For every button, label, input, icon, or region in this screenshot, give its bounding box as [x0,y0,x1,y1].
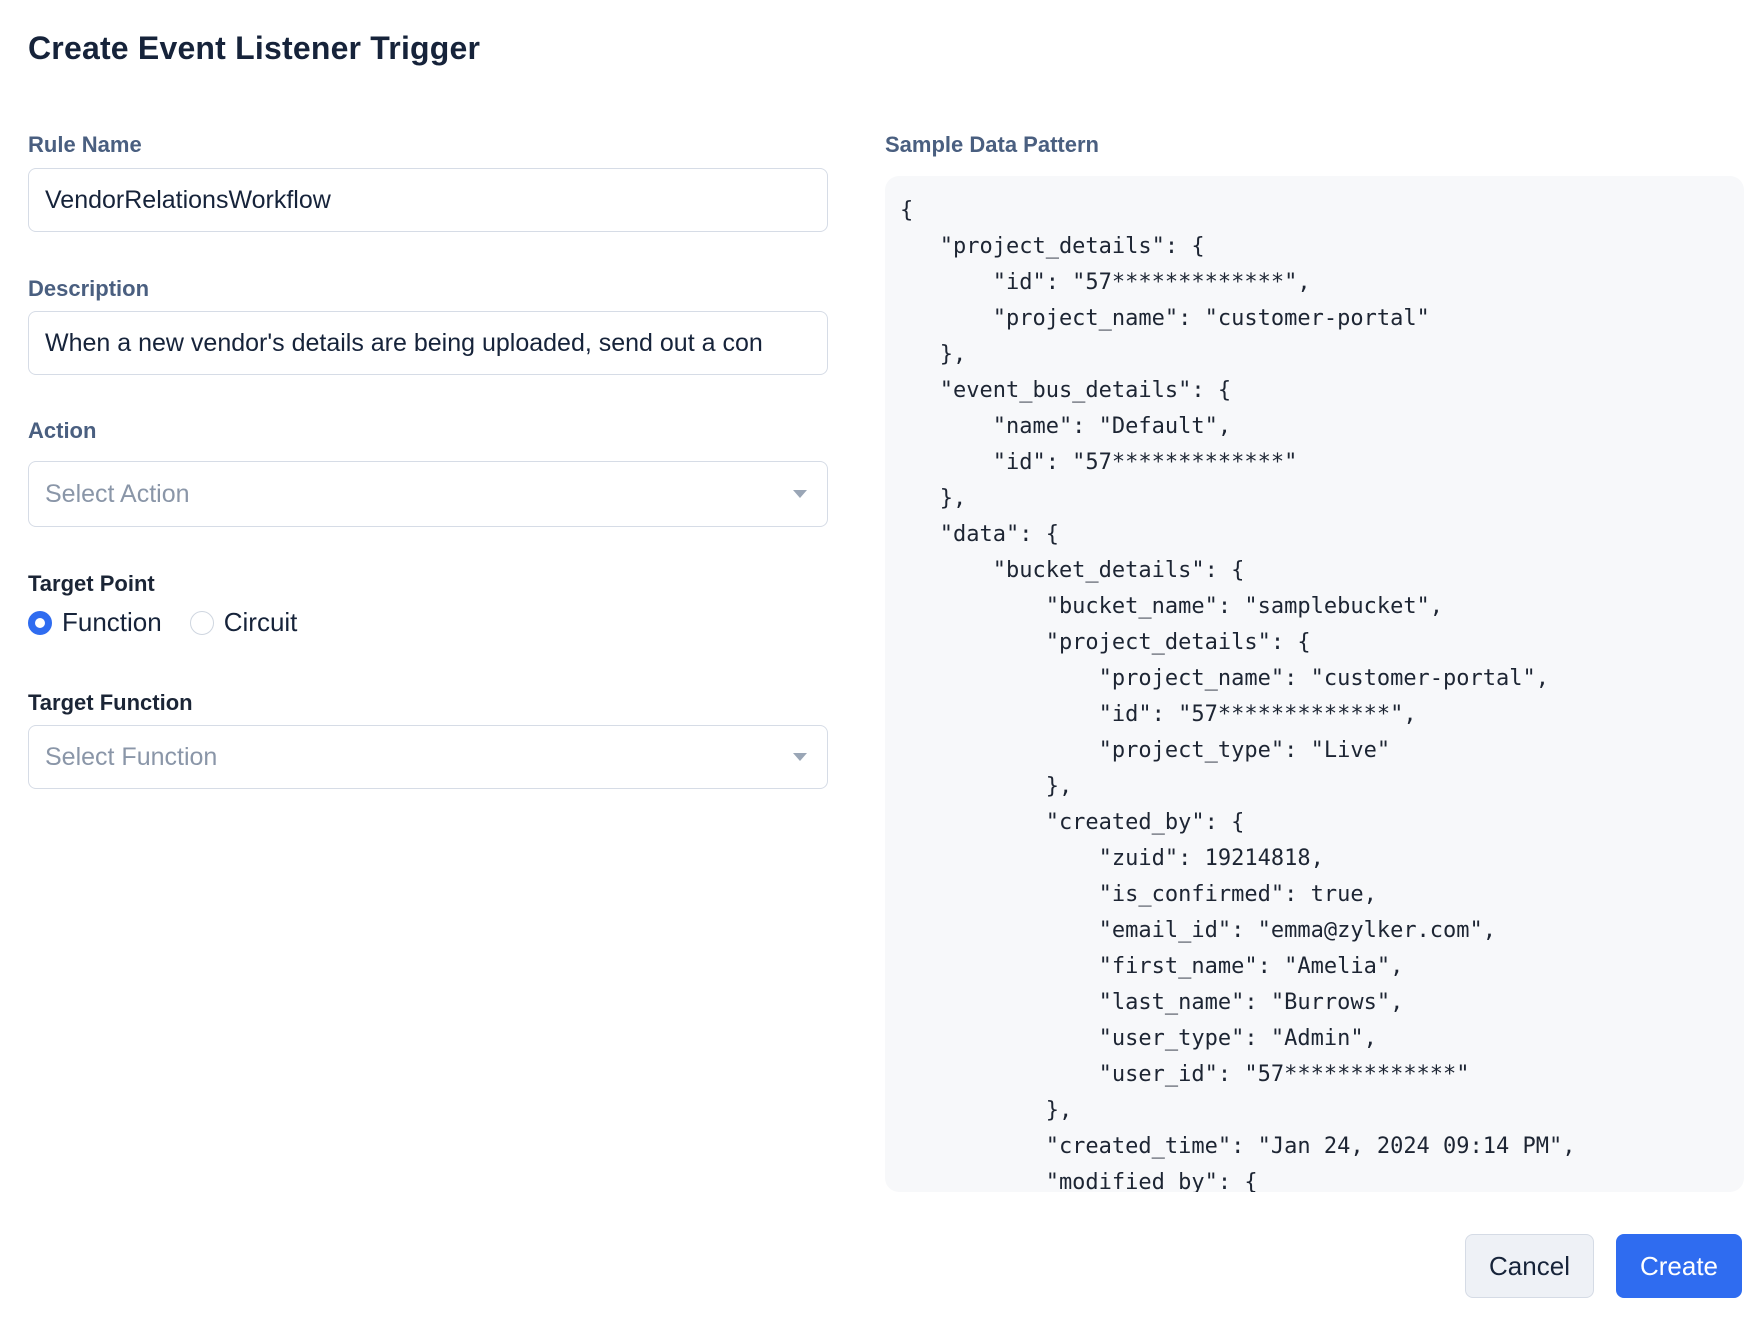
action-placeholder: Select Action [45,479,190,508]
sample-data-label: Sample Data Pattern [885,132,1099,157]
sample-data-code: { "project_details": { "id": "57********… [900,198,1576,1192]
description-label: Description [28,276,150,301]
action-select[interactable]: Select Action [28,461,828,527]
cancel-button[interactable]: Cancel [1465,1234,1594,1298]
target-point-label: Target Point [28,571,155,596]
radio-label-circuit: Circuit [223,607,298,637]
chevron-down-icon [793,490,807,498]
radio-unselected-icon[interactable] [189,610,214,635]
description-input[interactable]: When a new vendor's details are being up… [28,311,828,375]
radio-label-function: Function [62,607,162,637]
target-function-select[interactable]: Select Function [28,725,828,789]
chevron-down-icon [793,753,807,761]
action-label: Action [28,418,97,443]
target-function-label: Target Function [28,690,193,715]
radio-selected-icon[interactable] [28,610,52,635]
create-button[interactable]: Create [1616,1234,1742,1298]
radio-option-circuit[interactable]: Circuit [189,607,298,638]
description-value: When a new vendor's details are being up… [45,328,763,357]
radio-option-function[interactable]: Function [28,607,162,638]
rule-name-value: VendorRelationsWorkflow [45,185,331,214]
dialog-title: Create Event Listener Trigger [28,30,481,66]
rule-name-input[interactable]: VendorRelationsWorkflow [28,168,828,232]
target-function-placeholder: Select Function [45,742,218,771]
sample-data-code-panel[interactable]: { "project_details": { "id": "57********… [885,176,1744,1192]
rule-name-label: Rule Name [28,132,142,157]
target-point-radio-group: Function Circuit [28,607,297,638]
